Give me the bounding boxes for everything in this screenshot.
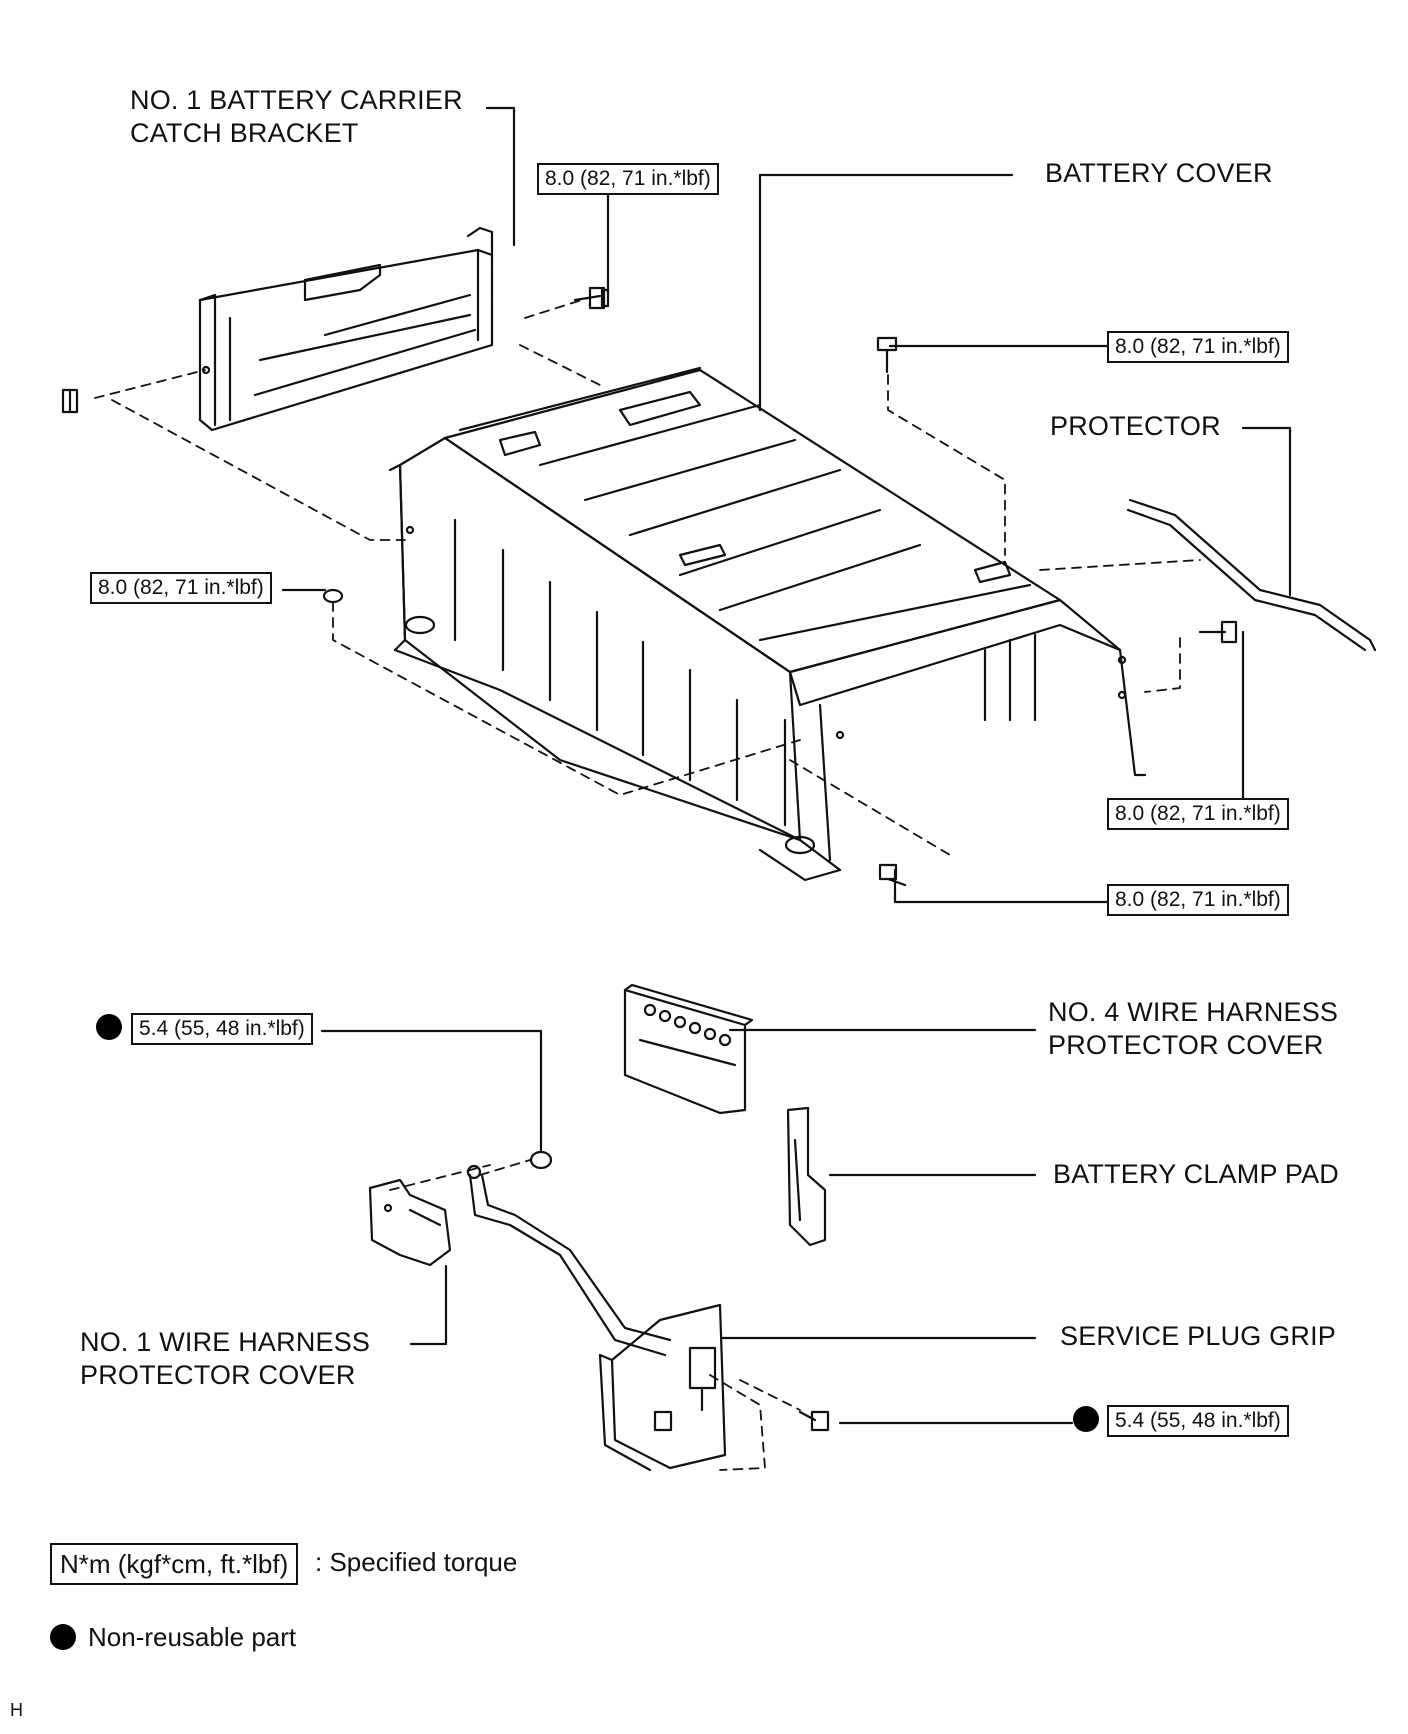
cover-fasteners-drawing (322, 336, 1238, 887)
label-wh4-cover: NO. 4 WIRE HARNESS PROTECTOR COVER (1048, 996, 1338, 1062)
legend-nonreusable-dot (50, 1624, 76, 1650)
label-battery-cover: BATTERY COVER (1045, 158, 1273, 188)
label-wh1-cover-line1: NO. 1 WIRE HARNESS (80, 1327, 371, 1357)
wh1-cover-drawing (368, 1178, 452, 1267)
label-protector: PROTECTOR (1050, 411, 1221, 441)
torque-cover-left: 8.0 (82, 71 in.*lbf) (90, 572, 272, 604)
label-wh4-cover-line1: NO. 4 WIRE HARNESS (1048, 997, 1339, 1027)
assembly-dashed-lines (94, 297, 1201, 1471)
leader-lines (281, 106, 1292, 1425)
label-carrier-catch-bracket-line2: CATCH BRACKET (130, 118, 359, 148)
torque-cover-right-low: 8.0 (82, 71 in.*lbf) (1107, 884, 1289, 916)
corner-mark: H (10, 1700, 23, 1720)
clamp-pad-drawing (786, 1106, 827, 1247)
torque-cover-top-right: 8.0 (82, 71 in.*lbf) (1107, 331, 1289, 363)
carrier-catch-bracket-drawing (61, 226, 494, 432)
protector-drawing (1126, 498, 1377, 652)
label-clamp-pad: BATTERY CLAMP PAD (1053, 1159, 1339, 1189)
label-wh4-cover-line2: PROTECTOR COVER (1048, 1030, 1324, 1060)
service-plug-drawing (598, 1303, 830, 1472)
legend-nonreusable-text: Non-reusable part (88, 1622, 297, 1652)
legend-torque-box: N*m (kgf*cm, ft.*lbf) (50, 1543, 299, 1585)
battery-cover-drawing (388, 366, 1147, 882)
torque-bracket-bolt: 8.0 (82, 71 in.*lbf) (537, 163, 719, 195)
label-service-plug-grip: SERVICE PLUG GRIP (1060, 1321, 1336, 1351)
bracket-bolt-drawing (573, 286, 610, 310)
wh4-cover-drawing (623, 983, 754, 1115)
nonreusable-dot-plug-bolt (1073, 1406, 1099, 1432)
label-carrier-catch-bracket-line1: NO. 1 BATTERY CARRIER (130, 85, 463, 115)
wire-harness-drawing (466, 1150, 672, 1357)
label-carrier-catch-bracket: NO. 1 BATTERY CARRIER CATCH BRACKET (130, 84, 463, 150)
torque-cover-right-mid: 8.0 (82, 71 in.*lbf) (1107, 798, 1289, 830)
label-wh1-cover-line2: PROTECTOR COVER (80, 1360, 356, 1390)
torque-wire-nut: 5.4 (55, 48 in.*lbf) (131, 1013, 313, 1045)
nonreusable-dot-wire-nut (96, 1014, 122, 1040)
label-wh1-cover: NO. 1 WIRE HARNESS PROTECTOR COVER (80, 1326, 370, 1392)
torque-plug-bolt: 5.4 (55, 48 in.*lbf) (1107, 1405, 1289, 1437)
legend-torque-text: : Specified torque (315, 1547, 518, 1577)
